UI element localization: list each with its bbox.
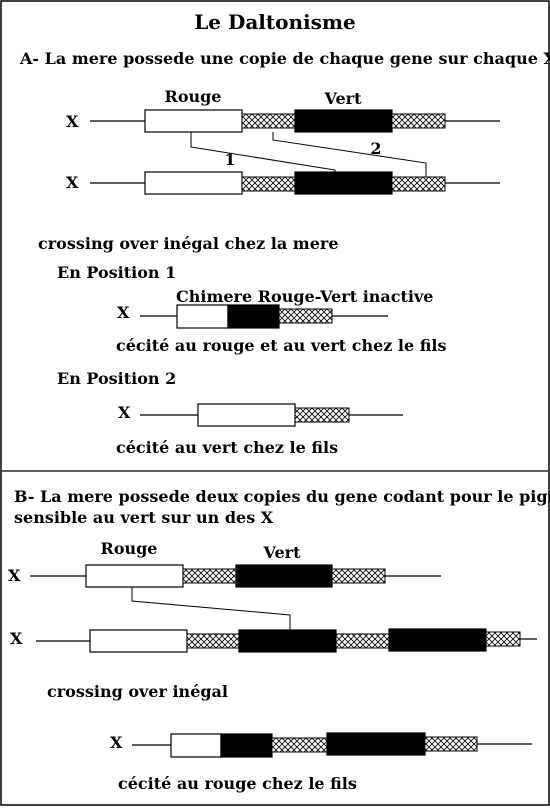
green-gene [235, 564, 333, 588]
spacer-segment [241, 176, 296, 192]
red-gene [85, 564, 184, 588]
section-b-heading-line-2: sensible au vert sur un des X [14, 508, 274, 527]
red-gene-label: Rouge [101, 539, 158, 558]
position-2-heading: En Position 2 [57, 369, 176, 388]
crossing-text-b: crossing over inégal [47, 682, 228, 701]
spacer-segment [391, 176, 446, 192]
chromosome-label: X [8, 566, 21, 585]
position-2-result: cécité au vert chez le fils [116, 438, 338, 457]
green-gene [238, 629, 337, 653]
section-b-result: cécité au rouge chez le fils [118, 774, 357, 793]
red-gene [144, 109, 243, 133]
chromosome-label: X [66, 173, 79, 192]
page-title: Le Daltonisme [194, 10, 356, 34]
position-1-result: cécité au rouge et au vert chez le fils [116, 336, 446, 355]
green-gene-label: Vert [324, 89, 363, 108]
chromosome-label: X [117, 303, 130, 322]
chromosome-label: X [110, 733, 123, 752]
section-a-heading: A- La mere possede une copie de chaque g… [19, 49, 550, 68]
spacer-segment [182, 568, 237, 584]
section-b-chromosome-2: X [10, 628, 537, 653]
spacer-segment [241, 113, 296, 129]
spacer-segment [294, 407, 350, 423]
spacer-segment [331, 568, 386, 584]
green-gene-copy [388, 628, 487, 652]
section-a-chromosome-2: X [66, 171, 500, 195]
section-b-heading-line-1: B- La mere possede deux copies du gene c… [14, 487, 550, 506]
section-a-chromosome-1: X [66, 109, 500, 133]
position-2-chromosome: X [118, 403, 403, 427]
spacer-segment [335, 633, 390, 649]
crossover-label-1: 1 [224, 150, 235, 169]
position-1-chromosome: X [117, 303, 388, 329]
green-gene [294, 171, 393, 195]
position-1-heading: En Position 1 [57, 263, 176, 282]
spacer-segment [278, 308, 333, 324]
chimere-green-part [220, 733, 273, 758]
spacer-segment [485, 631, 521, 647]
green-gene-label: Vert [263, 543, 302, 562]
spacer-segment [391, 113, 446, 129]
chimere-red-part [176, 304, 229, 329]
crossover-label-2: 2 [370, 139, 381, 158]
spacer-segment [186, 633, 240, 649]
spacer-segment [424, 736, 478, 752]
section-b-result-chromosome: X [110, 732, 532, 758]
chromosome-label: X [118, 403, 131, 422]
crossover-line [131, 587, 291, 631]
chimere-label: Chimere Rouge-Vert inactive [176, 287, 433, 306]
chimere-red-part [170, 733, 222, 758]
red-gene [89, 629, 188, 653]
chromosome-label: X [10, 629, 23, 648]
green-gene [294, 109, 393, 133]
chromosome-label: X [66, 112, 79, 131]
red-gene-label: Rouge [165, 87, 222, 106]
crossover-line-2 [272, 132, 427, 179]
section-b-chromosome-1: X [8, 564, 441, 588]
red-gene [144, 171, 243, 195]
green-gene [326, 732, 426, 756]
crossing-text-a: crossing over inégal chez la mere [38, 234, 339, 253]
red-gene [197, 403, 296, 427]
chimere-green-part [227, 304, 280, 329]
spacer-segment [271, 737, 328, 753]
crossover-line-1 [190, 132, 336, 174]
